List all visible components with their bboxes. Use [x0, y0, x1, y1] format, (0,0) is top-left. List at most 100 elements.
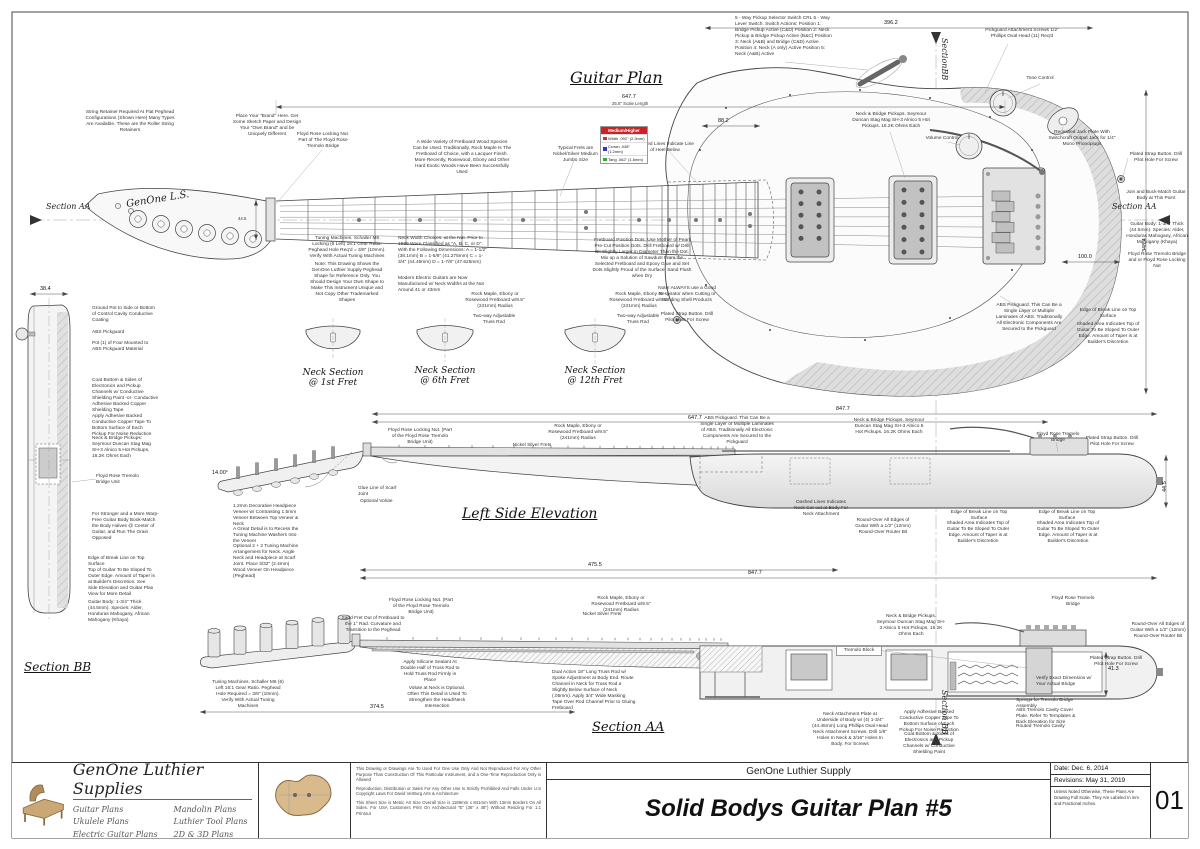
- note-fretboard-species: A Wide Variety of Fretboard Wood Species…: [412, 140, 512, 175]
- dimension-lines: [30, 26, 1168, 714]
- dim-384: 38.4: [40, 286, 51, 292]
- aa-note-verify: Verify Exact Dimension w/ Your Actual Br…: [1036, 676, 1092, 687]
- el-note-scarf: Optional 2 + 2 Tuning Machine Arrangemen…: [233, 544, 299, 579]
- strings-icon: [279, 195, 1013, 249]
- neck-section-12-label: Neck Section @ 12th Fret: [547, 366, 643, 386]
- elevation-title: Left Side Elevation: [462, 506, 598, 522]
- el-note-locking-nut: Floyd Rose Locking Nut. (Part of the Flo…: [388, 428, 452, 445]
- cat-mandolin-plans: Mandolin Plans: [173, 804, 237, 814]
- aa-note-copper-tape: Apply Adhesive Backed Conductive Copper …: [899, 710, 959, 733]
- section-bb-view: [15, 298, 71, 622]
- aa-bridge-icon: [954, 622, 1087, 647]
- edge-marker-bottom: Section BB: [940, 690, 949, 735]
- aa-note-pickups: Neck & Bridge Pickups. Seymour Duncan St…: [876, 614, 946, 637]
- fret-tang-chip: [603, 157, 607, 162]
- bb-note-body-species: Guitar Body: 1-3/4" Thick (44.5mm). Spec…: [88, 600, 150, 623]
- title-block-meta-cell: Date: Dec. 6, 2014 Revisions: May 31, 20…: [1050, 763, 1150, 838]
- bb-note-pickups: Neck & Bridge Pickups: Seymour Duncan St…: [92, 436, 151, 459]
- sheet-number: 01: [1150, 763, 1188, 838]
- aa-note-frets: Nickel Silver Frets: [582, 612, 622, 617]
- category-col2: Mandolin Plans Luthier Tool Plans 2D & 3…: [174, 804, 248, 841]
- aa-note-cover-plate: ABS Tremolo Cavity Cover Plate. Refer To…: [1016, 708, 1076, 725]
- note-locking-nut: Floyd Rose Locking Nut. Part of The Floy…: [296, 132, 350, 149]
- note-floyd-bridge: Floyd Rose Tremolo Bridge and or Floyd R…: [1127, 252, 1187, 269]
- aa-note-tuners: Tuning Machines. Schaller M6 (6) Left 16…: [212, 680, 284, 709]
- plan-view-title: Guitar Plan: [570, 68, 663, 87]
- dim-scale-label: 25.5" Scale Length: [612, 101, 649, 106]
- note-selector-switch: 5 - Way Pickup Selector Switch CRL 5 - W…: [735, 16, 832, 57]
- note-truss-rod-a: Two-way Adjustable Truss Rod: [472, 314, 516, 325]
- note-tuning-machines: Tuning Machines. Schaller M6 Locking (6 …: [308, 236, 386, 259]
- el-note-abs-pickguard: ABS Pickguard. This Can Be a Single Laye…: [700, 416, 774, 445]
- scale-note: Unless Noted Otherwise, These Plans Are …: [1054, 789, 1139, 806]
- neck-section-12-line2: @ 12th Fret: [567, 376, 623, 386]
- neck-pickup-icon: [785, 177, 835, 263]
- edge-marker-left: Section AA: [46, 202, 91, 211]
- aa-note-fretboard: Rock Maple, Ebony or Rosewood Fretboard …: [591, 596, 651, 613]
- inlay-dots-icon: [357, 210, 752, 230]
- aa-note-sand-fret: Sand Fret Out of Fretboard to the 1° Rad…: [341, 616, 405, 633]
- note-truss-rod-b: Two-way Adjustable Truss Rod: [616, 314, 660, 325]
- section-aa-title: Section AA: [592, 720, 665, 735]
- el-note-roundover: Round-Over All Edges of Guitar With a 1/…: [855, 518, 911, 535]
- neck-section-6-line2: @ 6th Fret: [420, 376, 470, 386]
- neck-section-1-label: Neck Section @ 1st Fret: [285, 368, 381, 388]
- el-note-floyd: Floyd Rose Tremelo Bridge: [1036, 432, 1080, 443]
- note-body-species: Guitar Body: 1-3/4" Thick (44.5mm). Spec…: [1126, 222, 1188, 245]
- legal-paragraph-3: This Sheet Size is Metric A0 Size Overal…: [356, 799, 541, 817]
- legal-paragraph-2: Reproduction, Distribution or Sales For …: [356, 785, 541, 797]
- el-note-veneer: 1.2mm Decorative Headpiece Veneer w/ Con…: [233, 504, 299, 527]
- note-modern-width: Modern Electric Guitars are Now Manufact…: [398, 276, 484, 293]
- neck-section-12-line1: Neck Section: [564, 366, 626, 376]
- el-note-break-line-1: Edge of Break Line on Top Surface: [950, 510, 1008, 521]
- aa-note-silicone: Apply Silicone Sealant At Double Half of…: [400, 660, 460, 683]
- aa-note-springs: Springs for Tremolo Bridge Assembly: [1016, 698, 1074, 709]
- volume-knob-icon: [955, 132, 983, 160]
- neck-section-6-label: Neck Section @ 6th Fret: [397, 366, 493, 386]
- el-note-shaded-1: Shaded Area Indicates Top of Guitar To B…: [946, 521, 1010, 544]
- elevation-view: [217, 426, 1163, 509]
- bb-note-floyd-unit: Floyd Rose Tremolo Bridge Unit: [96, 474, 139, 485]
- tone-knob-icon: [989, 89, 1017, 117]
- bb-note-taper: Top of Guitar To Be Sloped To Outer Edge…: [88, 568, 155, 597]
- dim-396: 396.2: [884, 20, 898, 26]
- frets-icon: [307, 182, 756, 258]
- elevation-bridge-icon: [949, 426, 1089, 456]
- note-tone-control: Tone Control: [1026, 76, 1054, 81]
- aa-note-routed-cavity: Routed Tremolo Cavity: [1016, 724, 1065, 729]
- company-logo-icon: [22, 784, 64, 825]
- neck-sections-view: [305, 318, 626, 364]
- note-shaded-area: Shaded Area Indicates Top of Guitar To B…: [1076, 322, 1140, 345]
- aa-note-truss-rod: Dual Action 18" Long Truss Rod w/ Spoke …: [552, 670, 636, 711]
- bridge-pickup-icon: [888, 175, 938, 265]
- note-fretboard-radius-a: Rock Maple, Ebony or Rosewood Fretboard …: [465, 292, 525, 309]
- note-frets: Typical Frets are Nickel/Silver Medium J…: [553, 146, 598, 163]
- string-retainers-icon: [115, 203, 134, 214]
- bb-note-pot: Pot (1) of Four Mounted to ABS Pickguard…: [92, 341, 149, 352]
- title-block-legal-cell: This Drawing or Drawings Are To Used For…: [350, 763, 546, 838]
- elevation-strap-button-icon: [1156, 477, 1163, 485]
- note-brand-here: Place Your "Brand" Here. Get Some Sketch…: [232, 114, 302, 137]
- note-break-line: Edge of Break Line on Top Surface: [1079, 308, 1137, 319]
- bb-note-break-line: Edge of Break Line on Top Surface: [88, 556, 145, 567]
- plan-view: [84, 55, 1125, 397]
- el-note-break-line-2: Edge of Break Line on Top Surface: [1038, 510, 1096, 521]
- aa-note-tremolo-block: Tremolo Block: [836, 646, 882, 656]
- aa-note-shielding: Coat Bottom & Sides of Electronics and P…: [903, 732, 955, 755]
- fret-crown-chip: [603, 147, 607, 151]
- edge-marker-right: Section AA: [1112, 202, 1157, 211]
- note-heel-dashed: Dashed Lines Indicate Line of Heel Below: [636, 142, 694, 153]
- title-block-graphic-cell: [258, 763, 350, 838]
- cat-guitar-plans: Guitar Plans: [72, 804, 124, 814]
- el-note-strap: Plated Strap Button. Drill Pilot Hole Fo…: [1085, 436, 1139, 447]
- note-position-dots: Fretboard Position Dots. Use Mother of P…: [592, 238, 692, 279]
- el-note-glue-line: Glue Line of Scarf Joint: [358, 486, 397, 497]
- dim-8477-aa: 847.7: [748, 570, 762, 576]
- fret-tang: Tang .062" (1.6mm): [608, 157, 643, 162]
- note-abs-pickguard: ABS Pickguard. This Can Be a Single Laye…: [995, 303, 1063, 332]
- dim-1000: 100.0: [1078, 254, 1092, 260]
- aa-note-roundover: Round-Over All Edges of Guitar With a 1/…: [1130, 622, 1186, 639]
- dim-scale-value: 647.7: [622, 94, 636, 100]
- sloped-top-shading: [783, 87, 1122, 397]
